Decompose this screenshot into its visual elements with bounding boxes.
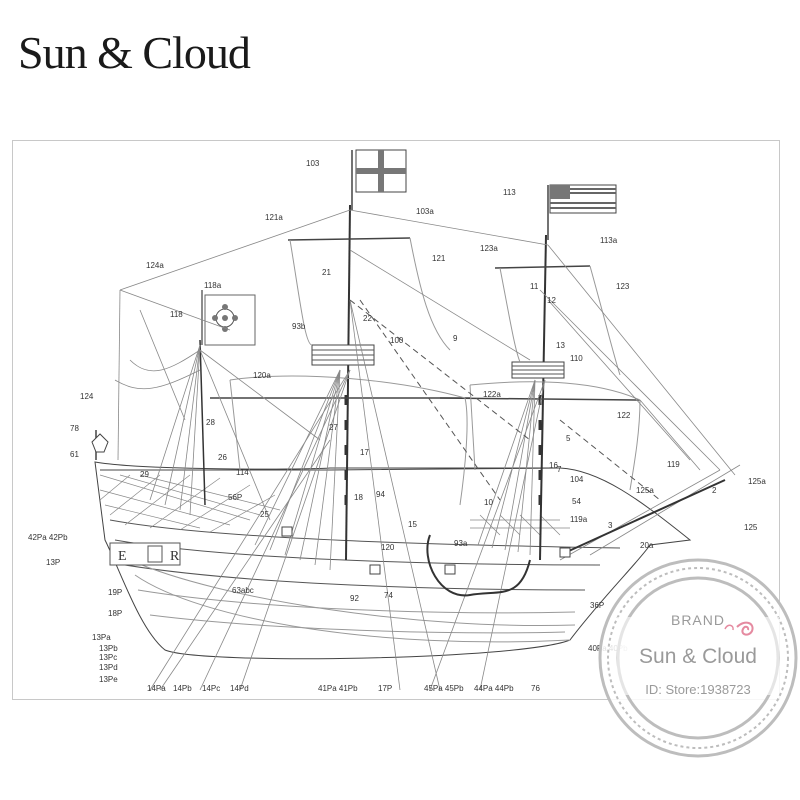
label-118a: 118a bbox=[204, 281, 222, 290]
label-14Pc: 14Pc bbox=[202, 684, 220, 693]
label-14Pb: 14Pb bbox=[173, 684, 192, 693]
label-18: 18 bbox=[354, 493, 363, 502]
fore-top bbox=[511, 361, 565, 379]
label-104: 104 bbox=[570, 475, 584, 484]
label-27: 27 bbox=[329, 423, 338, 432]
label-76: 76 bbox=[531, 684, 540, 693]
label-114: 114 bbox=[236, 468, 249, 477]
label-29: 29 bbox=[140, 470, 149, 479]
label-63abc: 63abc bbox=[232, 586, 254, 595]
label-124a: 124a bbox=[146, 261, 164, 270]
label-7: 7 bbox=[557, 465, 562, 474]
hull bbox=[94, 461, 692, 660]
label-125: 125 bbox=[744, 523, 758, 532]
label-125a-left: 125a bbox=[636, 486, 654, 495]
mizzen-mast bbox=[199, 339, 206, 506]
diagram-frame bbox=[12, 140, 780, 700]
label-123a: 123a bbox=[480, 244, 498, 253]
label-13Pc: 13Pc bbox=[99, 653, 117, 662]
store-stamp bbox=[598, 558, 798, 758]
sails bbox=[229, 237, 641, 506]
label-119: 119 bbox=[667, 460, 680, 469]
label-13Pe: 13Pe bbox=[99, 675, 118, 684]
main-mast bbox=[345, 204, 351, 561]
label-20a: 20a bbox=[640, 541, 654, 550]
label-56P: 56P bbox=[228, 493, 242, 502]
label-3: 3 bbox=[608, 521, 613, 530]
main-top bbox=[311, 344, 375, 366]
label-14Pd: 14Pd bbox=[230, 684, 249, 693]
label-54: 54 bbox=[572, 497, 581, 506]
stamp-store-name: Sun & Cloud bbox=[639, 645, 757, 668]
label-2: 2 bbox=[712, 486, 717, 495]
label-13Pa: 13Pa bbox=[92, 633, 111, 642]
label-17P: 17P bbox=[378, 684, 392, 693]
stamp-store-id: ID: Store:1938723 bbox=[645, 682, 751, 697]
label-103: 103 bbox=[306, 159, 320, 168]
label-74: 74 bbox=[384, 591, 393, 600]
label-R: R bbox=[170, 549, 180, 564]
label-93a: 93a bbox=[454, 539, 468, 548]
label-12: 12 bbox=[547, 296, 556, 305]
label-21: 21 bbox=[322, 268, 331, 277]
label-45Pa-45Pb: 45Pa 45Pb bbox=[424, 684, 464, 693]
label-36P: 36P bbox=[590, 601, 604, 610]
label-120a: 120a bbox=[253, 371, 271, 380]
label-122a: 122a bbox=[483, 390, 501, 399]
main-flag bbox=[351, 149, 407, 210]
label-78: 78 bbox=[70, 424, 79, 433]
label-14Pa: 14Pa bbox=[147, 684, 166, 693]
rigging bbox=[95, 209, 741, 691]
label-13Pb: 13Pb bbox=[99, 644, 118, 653]
label-100: 100 bbox=[390, 336, 404, 345]
label-28: 28 bbox=[206, 418, 215, 427]
label-13P: 13P bbox=[46, 558, 60, 567]
label-44Pa-44Pb: 44Pa 44Pb bbox=[474, 684, 514, 693]
label-16: 16 bbox=[549, 461, 558, 470]
label-26: 26 bbox=[218, 453, 227, 462]
label-13: 13 bbox=[556, 341, 565, 350]
label-113: 113 bbox=[503, 188, 516, 197]
label-25: 25 bbox=[260, 510, 269, 519]
swirl-icon bbox=[724, 621, 754, 636]
label-13Pd: 13Pd bbox=[99, 663, 118, 672]
fore-mast bbox=[539, 234, 547, 561]
label-125a: 125a bbox=[748, 477, 766, 486]
label-41Pa-41Pb: 41Pa 41Pb bbox=[318, 684, 358, 693]
mizzen-flag bbox=[201, 290, 256, 346]
label-18P: 18P bbox=[108, 609, 122, 618]
label-10: 10 bbox=[484, 498, 493, 507]
label-15: 15 bbox=[408, 520, 417, 529]
label-94: 94 bbox=[376, 490, 385, 499]
label-113a: 113a bbox=[600, 236, 618, 245]
label-118: 118 bbox=[170, 310, 183, 319]
label-93b: 93b bbox=[292, 322, 306, 331]
label-110: 110 bbox=[570, 354, 583, 363]
label-122: 122 bbox=[617, 411, 631, 420]
stamp-brand: BRAND bbox=[670, 612, 725, 628]
label-22: 22 bbox=[363, 314, 372, 323]
label-E: E bbox=[118, 549, 127, 564]
label-121: 121 bbox=[432, 254, 446, 263]
label-11: 11 bbox=[530, 282, 539, 291]
label-5: 5 bbox=[566, 434, 571, 443]
label-103a: 103a bbox=[416, 207, 434, 216]
label-123: 123 bbox=[616, 282, 630, 291]
label-119a: 119a bbox=[570, 515, 588, 524]
label-121a: 121a bbox=[265, 213, 283, 222]
label-42Pa-42Pb: 42Pa 42Pb bbox=[28, 533, 68, 542]
label-92: 92 bbox=[350, 594, 359, 603]
brand-title: Sun & Cloud bbox=[18, 27, 251, 78]
label-19P: 19P bbox=[108, 588, 122, 597]
fore-flag bbox=[547, 184, 617, 240]
label-61: 61 bbox=[70, 450, 79, 459]
label-9: 9 bbox=[453, 334, 458, 343]
label-124: 124 bbox=[80, 392, 94, 401]
label-17: 17 bbox=[360, 448, 369, 457]
label-120: 120 bbox=[381, 543, 395, 552]
